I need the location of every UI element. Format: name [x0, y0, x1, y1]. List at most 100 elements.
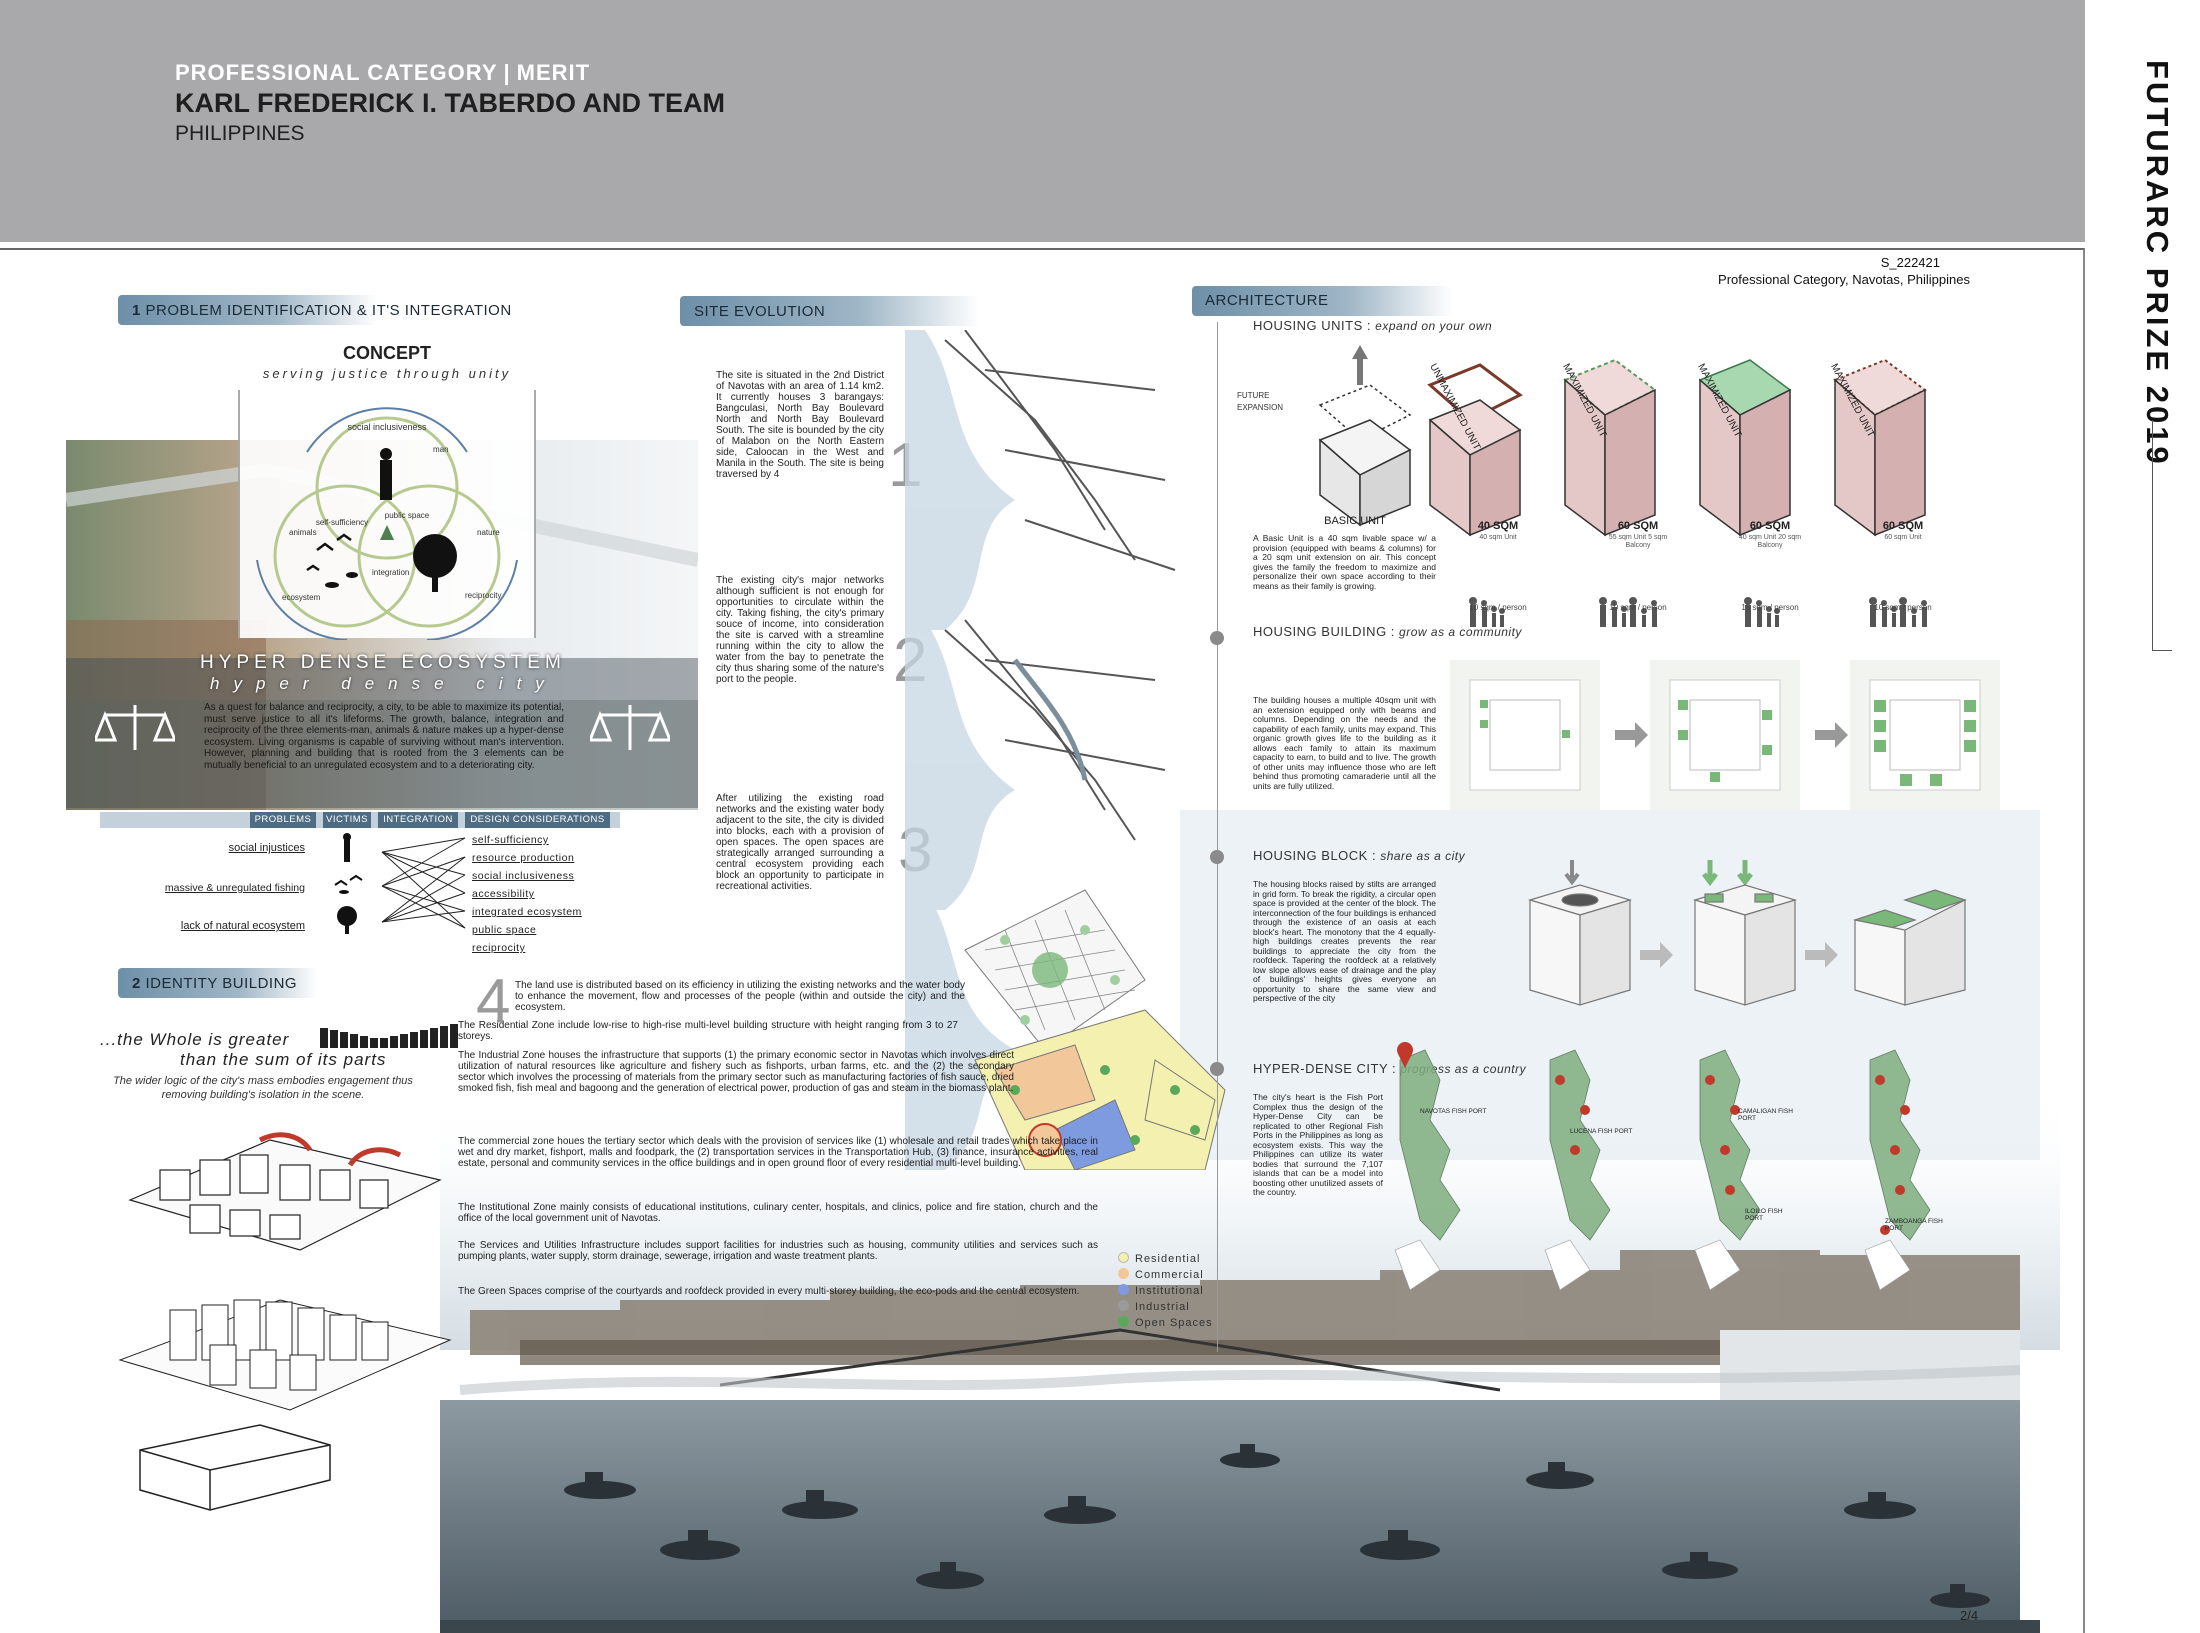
housing-building-text: The building houses a multiple 40sqm uni… [1253, 695, 1436, 791]
unit-2-sub: 55 sqm Unit 5 sqm Balcony [1608, 534, 1668, 549]
philippines-maps [1394, 1042, 1931, 1291]
category-separator: | [503, 60, 511, 85]
map-label-camaligan: CAMALIGAN FISH PORT [1738, 1108, 1793, 1122]
category-label: PROFESSIONAL CATEGORY [175, 60, 498, 85]
unit-2-area: 60 SQM [1617, 520, 1659, 532]
dc-7: reciprocity [472, 942, 526, 954]
dc-2: resource production [472, 852, 575, 864]
venn-label-man: man [433, 445, 449, 454]
unit-2-per-person: 10 sqm / person [1609, 603, 1667, 612]
housing-units-heading: HOUSING UNITS : expand on your own [1253, 318, 1492, 333]
massing-sketches [118, 1132, 452, 1511]
poster-board: 1 PROBLEM IDENTIFICATION & IT'S INTEGRAT… [0, 248, 2085, 1633]
landuse-industrial: The Industrial Zone houses the infrastru… [458, 1050, 1014, 1094]
dc-6: public space [472, 924, 537, 936]
team-name: KARL FREDERICK I. TABERDO AND TEAM [175, 88, 725, 118]
unit-3-per-person: 15 sqm / person [1741, 603, 1799, 612]
legend-dot-institutional [1118, 1284, 1129, 1295]
quote-line-1: ...the Whole is greater [100, 1030, 290, 1049]
legend-label-institutional: Institutional [1135, 1285, 1204, 1297]
th-victims: VICTIMS [323, 812, 371, 828]
bar-progression-graphic [320, 1024, 458, 1048]
basic-unit-text: A Basic Unit is a 40 sqm livable space w… [1253, 533, 1436, 591]
th-problems: PROBLEMS [250, 812, 316, 828]
timeline-dot-block [1210, 850, 1224, 864]
award-label: MERIT [516, 60, 591, 85]
th-design-considerations: DESIGN CONSIDERATIONS [465, 812, 610, 828]
unit-4-per-person: 10 sqm / person [1874, 603, 1932, 612]
section2-brush [118, 968, 318, 998]
timeline-dot-building [1210, 631, 1224, 645]
dc-4: accessibility [472, 888, 535, 900]
venn-label-social: social inclusiveness [347, 422, 427, 432]
venn-label-self-sufficiency: self-sufficiency [316, 518, 368, 527]
category-line: PROFESSIONAL CATEGORY|MERIT [175, 60, 590, 86]
site-step-2-text: The existing city's major networks altho… [716, 575, 884, 685]
architecture-brush [1192, 286, 1452, 316]
unit-3-sub: 40 sqm Unit 20 sqm Balcony [1738, 534, 1802, 549]
architecture-timeline [1217, 322, 1218, 1352]
legend-industrial: Industrial [1118, 1300, 1190, 1313]
housing-block-tag: share as a city [1380, 849, 1466, 863]
dc-5: integrated ecosystem [472, 906, 582, 918]
side-title: FUTURARC PRIZE 2019 [2100, 60, 2190, 467]
site-evolution-maps [905, 330, 1226, 1170]
legend-open-spaces: Open Spaces [1118, 1316, 1213, 1329]
hyper-dense-text: As a quest for balance and reciprocity, … [204, 702, 564, 771]
unit-1-per-person: 10 sqm / person [1469, 603, 1527, 612]
section1-heading: 1 PROBLEM IDENTIFICATION & IT'S INTEGRAT… [132, 302, 512, 319]
landuse-services: The Services and Utilities Infrastructur… [458, 1240, 1098, 1262]
housing-building-tag: grow as a community [1399, 625, 1522, 639]
unit-1-sub: 40 sqm Unit [1479, 534, 1517, 541]
header-band: PROFESSIONAL CATEGORY|MERIT KARL FREDERI… [0, 0, 2085, 242]
venn-label-animals: animals [289, 528, 317, 537]
legend-label-residential: Residential [1135, 1253, 1201, 1265]
housing-block-text: The housing blocks raised by stilts are … [1253, 879, 1436, 1003]
housing-units-head: HOUSING UNITS : [1253, 318, 1372, 333]
housing-units-tag: expand on your own [1375, 319, 1493, 333]
landuse-institutional: The Institutional Zone mainly consists o… [458, 1202, 1098, 1224]
map-label-zamboanga: ZAMBOANGA FISH PORT [1885, 1218, 1943, 1232]
dc-3: social inclusiveness [472, 870, 575, 882]
site-step-1-text: The site is situated in the 2nd District… [716, 370, 884, 480]
hyper-dense-city-text: The city's heart is the Fish Port Comple… [1253, 1092, 1383, 1197]
legend-residential: Residential [1118, 1252, 1200, 1265]
landuse-green-spaces: The Green Spaces comprise of the courtya… [458, 1286, 1080, 1297]
identity-caption: The wider logic of the city's mass embod… [113, 1075, 413, 1101]
legend-label-commercial: Commercial [1135, 1269, 1204, 1281]
submission-subtitle: Professional Category, Navotas, Philippi… [1718, 272, 1970, 287]
legend-label-open-spaces: Open Spaces [1135, 1317, 1213, 1329]
section1-number: 1 [132, 302, 141, 319]
legend-label-industrial: Industrial [1135, 1301, 1190, 1313]
unit-1-area: 40 SQM [1477, 520, 1519, 532]
scale-icon-right [590, 705, 670, 750]
venn-label-nature: nature [477, 528, 500, 537]
housing-building-head: HOUSING BUILDING : [1253, 624, 1395, 639]
legend-dot-industrial [1118, 1300, 1129, 1311]
problem-row-1: social injustices [228, 842, 305, 854]
landuse-commercial: The commercial zone houes the tertiary s… [458, 1136, 1098, 1169]
housing-building-heading: HOUSING BUILDING : grow as a community [1253, 624, 1522, 639]
section1-brush [118, 295, 378, 325]
map-label-lucena: LUCENA FISH PORT [1570, 1128, 1633, 1135]
venn-label-public-space: public space [385, 511, 430, 520]
scale-icon-left [95, 705, 175, 750]
unit-3-area: 60 SQM [1749, 520, 1791, 532]
map-label-navotas: NAVOTAS FISH PORT [1420, 1108, 1487, 1115]
country-name: PHILIPPINES [175, 122, 305, 145]
concept-title: CONCEPT [342, 343, 431, 363]
map-label-iloilo: ILOILO FISH PORT [1745, 1208, 1783, 1222]
section1-title: PROBLEM IDENTIFICATION & IT'S INTEGRATIO… [145, 302, 512, 319]
architecture-title: ARCHITECTURE [1205, 292, 1329, 309]
side-divider [2152, 420, 2153, 650]
basic-unit-label: BASIC UNIT [1324, 515, 1386, 527]
page-number: 2/4 [1960, 1608, 1979, 1623]
unit-4-sub: 60 sqm Unit [1884, 534, 1922, 541]
housing-building-plans [1450, 660, 2000, 810]
venn-label-integration: integration [372, 568, 409, 577]
prize-title: FUTURARC PRIZE 2019 [2140, 60, 2175, 467]
integration-network [334, 833, 466, 934]
concept-venn-diagram: social inclusiveness self-sufficiency pu… [238, 390, 536, 640]
legend-dot-open-spaces [1118, 1316, 1129, 1327]
submission-id: S_222421 [1880, 255, 1940, 270]
